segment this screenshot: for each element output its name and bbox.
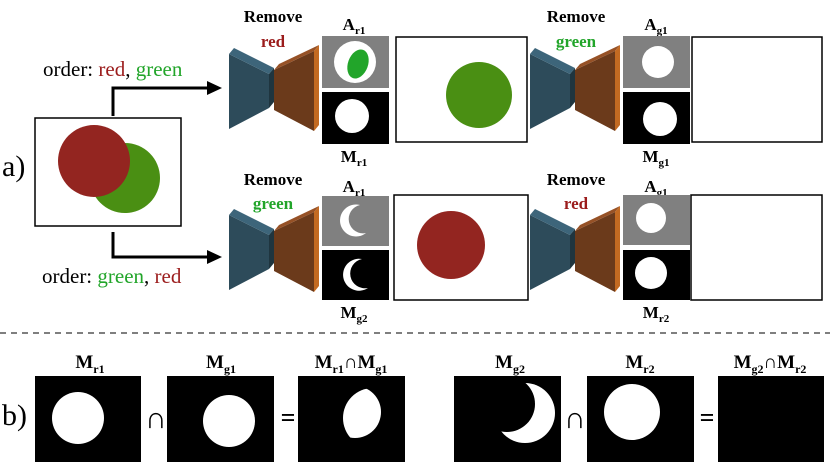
- b-mask-m-g1: [167, 376, 274, 462]
- output-bottom-final: [690, 194, 823, 301]
- b-op-intersect-1: ∩: [145, 402, 167, 435]
- mask-m-g2-mid: [322, 250, 389, 300]
- output-bottom-intermediate: [393, 194, 529, 301]
- network-encoder-face-1: [229, 54, 269, 129]
- input-red-circle: [58, 125, 130, 197]
- network-encoder-face-4: [530, 215, 570, 290]
- b-mask-m-r2: [587, 376, 694, 462]
- arrow-top-head: [207, 81, 222, 95]
- network-encoder-side-3: [269, 229, 274, 269]
- network-decoder-side-1: [314, 45, 319, 131]
- network-decoder-face-1: [274, 51, 314, 131]
- label-m-g1-bottom: Mg1: [642, 147, 669, 169]
- network-decoder-top-2: [575, 45, 620, 70]
- label-a-g1-top: Ag1: [644, 15, 667, 37]
- arrow-top: [111, 86, 208, 116]
- label-m-r1-bottom: Mr1: [341, 147, 367, 169]
- b-mask-int-2: [718, 376, 824, 462]
- b-mask-m-r1: [35, 376, 141, 462]
- label-m-r2-bottom: Mr2: [643, 303, 670, 325]
- b-label-int-1: Mr1∩Mg1: [315, 352, 388, 376]
- output-top-final: [691, 36, 823, 143]
- network-decoder-face-3: [274, 212, 314, 292]
- network-encoder-side-4: [570, 229, 575, 269]
- output-top-intermediate: [395, 36, 528, 143]
- mask-m-g1-top: [623, 92, 690, 144]
- attention-a-r1-top: [322, 36, 389, 88]
- arrow-bottom: [111, 232, 208, 259]
- b-op-equals-2: =: [700, 403, 715, 432]
- net3-target: green: [253, 194, 294, 213]
- network-decoder-side-2: [615, 45, 620, 131]
- attention-a-g1-mid: [623, 195, 690, 245]
- network-encoder-face-3: [229, 215, 269, 290]
- attention-a-g1-top: [623, 36, 690, 88]
- network-encoder-face-2: [530, 54, 570, 129]
- mask-m-r1-top: [322, 92, 389, 144]
- networks-layer: [229, 45, 620, 292]
- order-top-label: order: red, green: [43, 57, 183, 81]
- net1-target: red: [261, 32, 286, 51]
- b-mask-m-g2: [454, 376, 561, 462]
- arrow-bottom-head: [207, 250, 222, 264]
- net3-title: Remove: [244, 170, 303, 189]
- mask-m-r2-mid: [623, 250, 690, 300]
- panel-b-label: b): [2, 399, 27, 432]
- order-bottom-label: order: green, red: [42, 264, 182, 288]
- network-encoder-top-2: [530, 48, 575, 74]
- b-op-equals-1: =: [281, 403, 296, 432]
- label-a-r1-top: Ar1: [343, 15, 366, 37]
- panel-a-label: a): [2, 150, 25, 183]
- network-decoder-top-3: [274, 206, 319, 231]
- network-encoder-top-4: [530, 209, 575, 235]
- net4-target: red: [564, 194, 589, 213]
- net2-target: green: [556, 32, 597, 51]
- b-label-m-r2: Mr2: [625, 352, 654, 376]
- input-image: [34, 117, 182, 227]
- network-decoder-top-1: [274, 45, 319, 70]
- b-label-m-r1: Mr1: [75, 352, 104, 376]
- b-label-m-g1: Mg1: [206, 352, 236, 376]
- network-decoder-face-2: [575, 51, 615, 131]
- label-a-r1-mid: Ar1: [343, 177, 366, 199]
- net1-title: Remove: [244, 7, 303, 26]
- network-decoder-top-4: [575, 206, 620, 231]
- network-decoder-face-4: [575, 212, 615, 292]
- network-encoder-side-1: [269, 68, 274, 108]
- attention-a-r1-mid: [322, 196, 389, 246]
- label-m-g2-bottom: Mg2: [340, 303, 368, 325]
- network-decoder-side-3: [314, 206, 319, 292]
- b-mask-int-1: [298, 376, 405, 462]
- b-label-m-g2: Mg2: [495, 352, 525, 376]
- label-a-g1-mid: Ag1: [644, 177, 667, 199]
- net2-title: Remove: [547, 7, 606, 26]
- net4-title: Remove: [547, 170, 606, 189]
- network-encoder-top-3: [229, 209, 274, 235]
- network-encoder-top-1: [229, 48, 274, 74]
- network-decoder-side-4: [615, 206, 620, 292]
- b-label-int-2: Mg2∩Mr2: [734, 352, 807, 376]
- b-op-intersect-2: ∩: [564, 402, 586, 435]
- network-encoder-side-2: [570, 68, 575, 108]
